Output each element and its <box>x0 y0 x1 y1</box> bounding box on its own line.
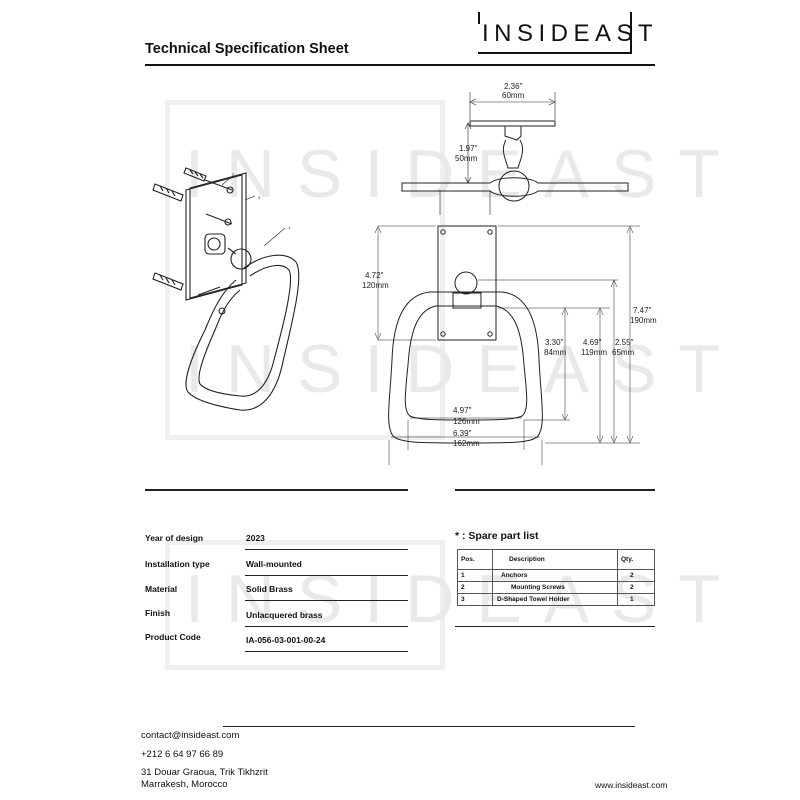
anchor-2 <box>152 183 184 202</box>
dim-outer-width-mm: 162mm <box>453 439 480 448</box>
footer-address-line1: 31 Douar Graoua, Trik Tikhzrit <box>141 767 268 778</box>
spare-qty: 2 <box>617 581 655 594</box>
spec-label-year: Year of design <box>145 533 204 543</box>
spec-rule-2 <box>245 575 408 576</box>
dim-ring-lower-in: 2.55" <box>615 338 634 347</box>
dim-total-height-in: 7.47" <box>633 306 652 315</box>
dim-top-depth-mm: 50mm <box>455 154 478 163</box>
spec-rule-5 <box>245 651 408 652</box>
spare-pos: 2 <box>457 581 493 594</box>
dim-outer-width-in: 6.39" <box>453 429 472 438</box>
dim-top-width-in: 2.36" <box>504 82 523 91</box>
spare-bottom-rule <box>455 626 655 627</box>
dim-total-height-mm: 190mm <box>630 316 657 325</box>
backplate-iso <box>185 174 243 301</box>
callout-3: 3 <box>258 195 261 200</box>
spare-part-title: * : Spare part list <box>455 530 539 542</box>
spare-part-table: Pos. Description Qty. 1 Anchors 2 2 Moun… <box>457 549 655 606</box>
dim-plate-in: 4.72" <box>365 271 384 280</box>
spec-label-material: Material <box>145 584 178 594</box>
dim-top-width-mm: 60mm <box>502 91 525 100</box>
dim-top-depth-in: 1.97" <box>459 144 478 153</box>
spec-value-installation: Wall-mounted <box>246 559 302 569</box>
spare-pos: 1 <box>457 569 493 582</box>
callout-1: 1 <box>288 225 291 230</box>
front-view-plate <box>437 225 497 341</box>
footer-email[interactable]: contact@insideast.com <box>141 730 240 741</box>
spec-rule-3 <box>245 600 408 601</box>
spare-qty: 1 <box>617 593 655 606</box>
dim-ring-lower-mm: 65mm <box>612 348 635 357</box>
watermark-top: INSIDEAST <box>185 136 742 212</box>
spec-value-material: Solid Brass <box>246 584 293 594</box>
spare-header-qty: Qty. <box>617 549 655 570</box>
spare-header-description: Description <box>492 549 618 570</box>
table-row: 1 Anchors 2 <box>457 569 655 582</box>
dim-plate-mm: 120mm <box>362 281 389 290</box>
dim-inner-width-mm: 126mm <box>453 417 480 426</box>
spare-header-pos: Pos. <box>457 549 493 570</box>
spare-qty: 2 <box>617 569 655 582</box>
watermark-frame-bottom <box>165 540 445 670</box>
page-title: Technical Specification Sheet <box>145 41 349 57</box>
spec-value-finish: Unlacquered brass <box>246 610 323 620</box>
dim-inner-width-in: 4.97" <box>453 406 472 415</box>
dim-ring-height-in: 4.69" <box>583 338 602 347</box>
spec-rule-1 <box>245 549 408 550</box>
table-row: 3 D-Shaped Towel Holder 1 <box>457 593 655 606</box>
footer-rule <box>223 726 635 727</box>
callout-2: 2 <box>232 172 235 177</box>
spare-description: Anchors <box>492 569 618 582</box>
watermark-frame-top <box>165 100 445 440</box>
footer-website[interactable]: www.insideast.com <box>595 780 668 790</box>
header-rule <box>145 64 655 66</box>
spec-rule-4 <box>245 626 408 627</box>
spare-table-header: Pos. Description Qty. <box>457 549 655 570</box>
logo-frame <box>478 12 632 54</box>
spec-label-product-code: Product Code <box>145 632 201 642</box>
table-row: 2 Mounting Screws 2 <box>457 581 655 594</box>
spec-value-year: 2023 <box>246 533 265 543</box>
anchor-3 <box>152 272 184 291</box>
dim-ring-height-mm: 119mm <box>581 348 607 357</box>
brand-logo: INSIDEAST <box>482 20 659 47</box>
front-view-ring <box>388 291 543 444</box>
footer-phone[interactable]: +212 6 64 97 66 89 <box>141 749 224 760</box>
spare-pos: 3 <box>457 593 493 606</box>
spare-description: Mounting Screws <box>492 581 618 594</box>
footer-address-line2: Marrakesh, Morocco <box>141 779 228 790</box>
dim-inner-height-mm: 84mm <box>544 348 567 357</box>
dim-inner-height-in: 3.30" <box>545 338 564 347</box>
divider-left <box>145 489 408 491</box>
top-view-plate <box>469 120 556 127</box>
spec-label-finish: Finish <box>145 608 171 618</box>
divider-right <box>455 489 655 491</box>
anchor-1 <box>183 167 207 182</box>
spec-label-installation: Installation type <box>145 559 210 569</box>
watermark-middle: INSIDEAST <box>185 331 742 407</box>
spare-description: D-Shaped Towel Holder <box>492 593 618 606</box>
spec-value-product-code: IA-056-03-001-00-24 <box>246 635 326 645</box>
